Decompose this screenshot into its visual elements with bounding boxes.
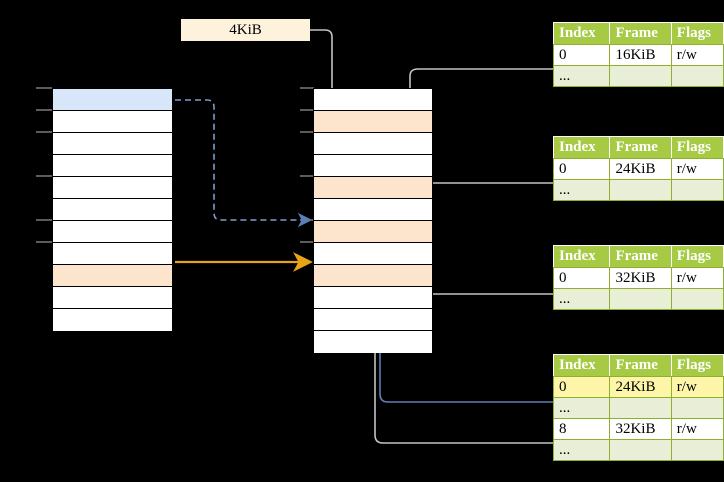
- physical-memory-row: [314, 221, 432, 243]
- table-header-index: Index: [552, 22, 611, 45]
- virtual-column-ticks: [36, 87, 52, 243]
- table-cell: [670, 439, 724, 461]
- table-cell: [670, 288, 724, 310]
- table-header-index: Index: [552, 354, 611, 377]
- physical-memory-row: [314, 199, 432, 221]
- wire-table1-to-physical: [412, 182, 553, 225]
- virtual-memory-row: [53, 287, 172, 309]
- table-cell: 32KiB: [609, 418, 672, 440]
- table-cell: r/w: [670, 376, 724, 398]
- virtual-memory-row: [53, 309, 172, 331]
- table-cell: 0: [552, 158, 611, 180]
- table-cell: r/w: [670, 418, 724, 440]
- virtual-memory-row: [53, 111, 172, 133]
- physical-memory-row: [314, 89, 432, 111]
- table-header-frame: Frame: [609, 354, 672, 377]
- table-row: ...: [552, 65, 724, 87]
- table-cell: 0: [552, 267, 611, 289]
- virtual-memory-row: [53, 177, 172, 199]
- table-header-frame: Frame: [609, 22, 672, 45]
- table-header-index: Index: [552, 136, 611, 159]
- table-cell: [609, 439, 672, 461]
- physical-memory-row: [314, 133, 432, 155]
- virtual-memory-row: [53, 221, 172, 243]
- physical-memory-row: [314, 287, 432, 309]
- table-header-flags: Flags: [670, 136, 724, 159]
- size-label: 4KiB: [181, 19, 310, 41]
- wire-table3-row8-to-physical: [367, 264, 553, 444]
- table-header-flags: Flags: [670, 354, 724, 377]
- virtual-memory-row: [53, 155, 172, 177]
- virtual-address-column: [52, 88, 173, 331]
- table-header-frame: Frame: [609, 245, 672, 268]
- wire-table3-row0-to-physical: [372, 227, 553, 403]
- table-header-index: Index: [552, 245, 611, 268]
- table-cell: 32KiB: [609, 267, 672, 289]
- table-cell: ...: [552, 439, 611, 461]
- table-row: ...: [552, 397, 724, 419]
- table-cell: 0: [552, 44, 611, 66]
- table-cell: [609, 288, 672, 310]
- table-cell: [670, 397, 724, 419]
- table-row: ...: [552, 288, 724, 310]
- wire-virtual-blue-to-physical: [175, 99, 313, 228]
- physical-memory-row: [314, 309, 432, 331]
- table-cell: [609, 179, 672, 201]
- table-header-flags: Flags: [670, 245, 724, 268]
- physical-memory-column: [313, 88, 433, 353]
- table-cell: r/w: [670, 158, 724, 180]
- table-cell: ...: [552, 397, 611, 419]
- virtual-memory-row: [53, 89, 172, 111]
- physical-memory-row: [314, 111, 432, 133]
- table-cell: ...: [552, 288, 611, 310]
- table-row: ...: [552, 179, 724, 201]
- physical-column-ticks: [300, 87, 314, 243]
- table-cell: [670, 179, 724, 201]
- virtual-memory-row: [53, 199, 172, 221]
- physical-memory-row: [314, 265, 432, 287]
- table-cell: r/w: [670, 44, 724, 66]
- table-cell: 0: [552, 376, 611, 398]
- wire-size-to-physical: [310, 29, 340, 115]
- table-cell: [609, 397, 672, 419]
- table-cell: 8: [552, 418, 611, 440]
- wire-table0-to-physical: [402, 68, 553, 203]
- table-cell: r/w: [670, 267, 724, 289]
- virtual-memory-row: [53, 133, 172, 155]
- table-cell: 24KiB: [609, 158, 672, 180]
- table-cell: [670, 65, 724, 87]
- table-header-flags: Flags: [670, 22, 724, 45]
- virtual-memory-row: [53, 265, 172, 287]
- table-cell: ...: [552, 65, 611, 87]
- table-header-frame: Frame: [609, 136, 672, 159]
- table-row: ...: [552, 439, 724, 461]
- table-cell: 24KiB: [609, 376, 672, 398]
- physical-memory-row: [314, 155, 432, 177]
- virtual-memory-row: [53, 243, 172, 265]
- table-cell: [609, 65, 672, 87]
- table-cell: 16KiB: [609, 44, 672, 66]
- physical-memory-row: [314, 177, 432, 199]
- physical-memory-row: [314, 331, 432, 353]
- physical-memory-row: [314, 243, 432, 265]
- table-cell: ...: [552, 179, 611, 201]
